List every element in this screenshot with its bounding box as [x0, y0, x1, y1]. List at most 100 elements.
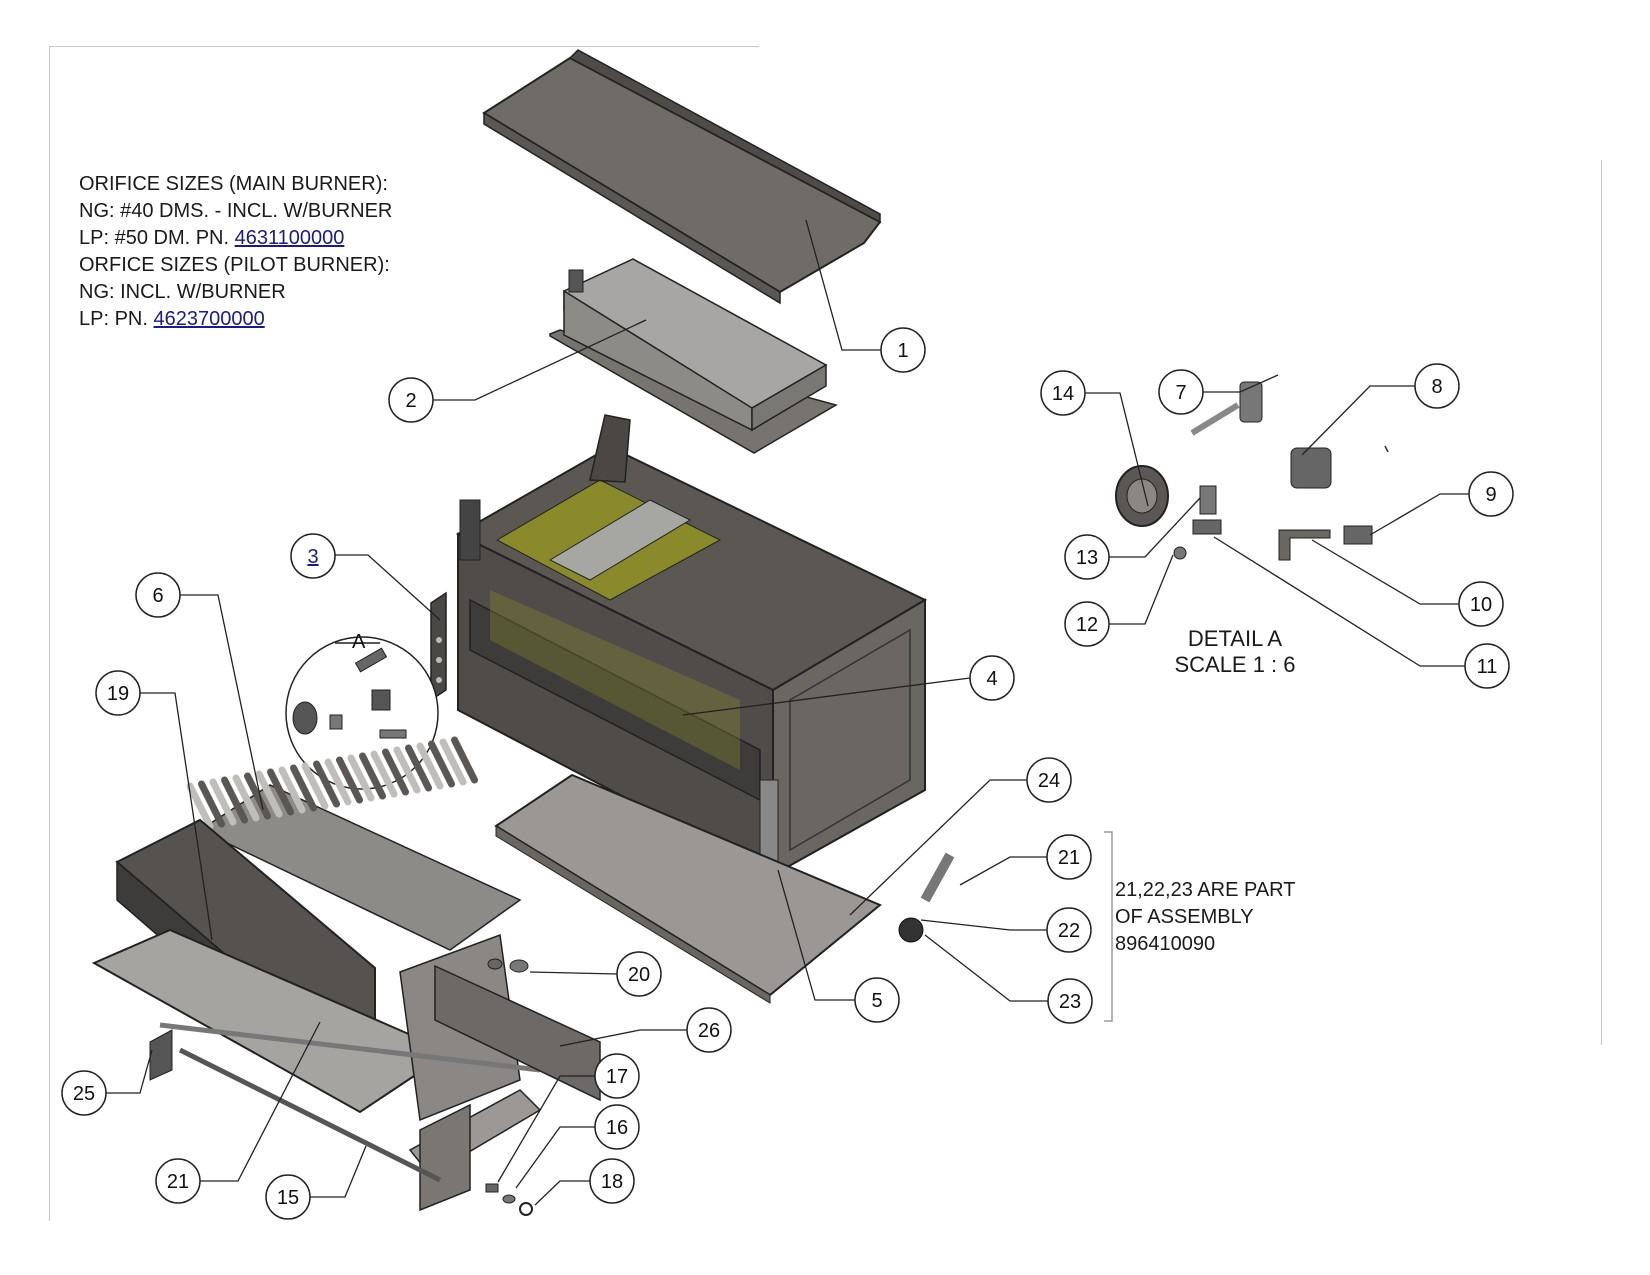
- leader-line-24: [849, 779, 1027, 916]
- assembly-note-line3: 896410090: [1115, 933, 1216, 955]
- grate-bar: [301, 762, 329, 810]
- grate-bar: [221, 776, 248, 824]
- detail-a-label: DETAIL A SCALE 1 : 6: [1140, 626, 1330, 678]
- note-lp-main: LP: #50 DM. PN. 4631100000: [79, 225, 392, 252]
- grate-bar: [370, 750, 398, 798]
- grate-bar: [313, 760, 340, 808]
- leader-line-11: [1213, 536, 1465, 667]
- leader-line-15: [310, 1145, 367, 1198]
- leader-line-13: [1109, 497, 1201, 558]
- grate-bar: [416, 742, 444, 790]
- grate-bar: [267, 768, 294, 816]
- part-top-cover: [482, 49, 882, 305]
- callout-circle-7: [1158, 369, 1204, 415]
- callout-number-8: 8: [1431, 376, 1442, 398]
- callout-circle-3: [290, 533, 336, 579]
- leader-line-10: [1311, 539, 1459, 605]
- assembly-bracket: [1104, 831, 1113, 1022]
- assembly-note: 21,22,23 ARE PART OF ASSEMBLY 896410090: [1115, 877, 1295, 958]
- grate-bar: [244, 772, 271, 820]
- leader-line-8: [1301, 385, 1415, 456]
- callout-9: 9: [1468, 471, 1514, 517]
- callout-circle-4: [969, 655, 1015, 701]
- callout-number-3: 3: [307, 546, 318, 568]
- frame-top-border: [49, 46, 759, 47]
- callout-circle-10: [1458, 581, 1504, 627]
- leader-line-19: [140, 692, 213, 941]
- callout-21: 21: [1046, 834, 1092, 880]
- note-pilot-burner-heading: ORFICE SIZES (PILOT BURNER):: [79, 254, 390, 276]
- callout-4: 4: [969, 655, 1015, 701]
- callout-number-24: 24: [1038, 770, 1060, 792]
- callout-number-15: 15: [277, 1187, 299, 1209]
- callout-12: 12: [1064, 601, 1110, 647]
- callout-number-23: 23: [1059, 991, 1081, 1013]
- part-number-link-main[interactable]: 4631100000: [234, 227, 345, 249]
- callout-number-26: 26: [698, 1020, 720, 1042]
- callout-17: 17: [594, 1053, 640, 1099]
- callout-circle-1: [880, 327, 926, 373]
- callout-number-22: 22: [1058, 920, 1080, 942]
- callout-circle-6: [135, 572, 181, 618]
- leader-line-3: [335, 554, 441, 621]
- callout-14: 14: [1040, 370, 1086, 416]
- callout-19: 19: [95, 670, 141, 716]
- leader-line-18: [534, 1180, 590, 1206]
- leader-line-22: [920, 919, 1047, 931]
- part-valve-assembly: [898, 852, 955, 943]
- part-number-link-pilot[interactable]: 4623700000: [153, 308, 265, 330]
- grate-bar: [439, 738, 467, 786]
- callout-circle-16: [594, 1104, 640, 1150]
- grate-bar: [347, 754, 375, 802]
- callout-number-2: 2: [405, 390, 416, 412]
- leader-line-1: [805, 219, 881, 351]
- callout-number-25: 25: [73, 1083, 95, 1105]
- grate-bar: [198, 780, 225, 828]
- leader-line-21: [200, 1021, 321, 1182]
- leader-line-5: [777, 869, 855, 1001]
- leader-line-2: [433, 319, 647, 401]
- callout-number-21: 21: [1058, 847, 1080, 869]
- leader-line-12: [1109, 554, 1174, 625]
- callout-25: 25: [61, 1070, 107, 1116]
- callout-circle-2: [388, 377, 434, 423]
- grate-bar: [290, 764, 317, 812]
- part-main-cabinet: [455, 414, 928, 877]
- leader-line-6: [180, 594, 264, 811]
- callout-circle-23: [1047, 978, 1093, 1024]
- callout-number-6: 6: [152, 585, 163, 607]
- callout-circle-22: [1046, 907, 1092, 953]
- callout-circle-19: [95, 670, 141, 716]
- callout-24: 24: [1026, 757, 1072, 803]
- callout-11: 11: [1464, 643, 1510, 689]
- assembly-note-line2: OF ASSEMBLY: [1115, 906, 1254, 928]
- callout-circle-20: [616, 951, 662, 997]
- callout-circle-14: [1040, 370, 1086, 416]
- grate-bar: [232, 774, 260, 822]
- grate-bar: [428, 740, 455, 788]
- leader-line-26: [559, 1029, 687, 1047]
- grate-bar: [186, 782, 214, 830]
- note-main-burner-heading: ORIFICE SIZES (MAIN BURNER):: [79, 173, 388, 195]
- callout-circle-24: [1026, 757, 1072, 803]
- callout-circle-8: [1414, 363, 1460, 409]
- leader-line-4: [682, 677, 971, 716]
- detail-a-marker: A: [352, 631, 366, 653]
- part-drip-tray: [494, 773, 882, 1004]
- callout-7: 7: [1158, 369, 1204, 415]
- callout-number-5: 5: [871, 990, 882, 1012]
- callout-8: 8: [1414, 363, 1460, 409]
- callout-circle-15: [265, 1174, 311, 1220]
- grate-bar: [405, 744, 432, 792]
- grate-bar: [382, 748, 409, 796]
- callout-number-10: 10: [1470, 594, 1492, 616]
- grate-bar: [278, 766, 306, 814]
- part-grate: [186, 736, 522, 951]
- callout-number-20: 20: [628, 964, 650, 986]
- callout-2: 2: [388, 377, 434, 423]
- callout-circle-12: [1064, 601, 1110, 647]
- grate-bar: [451, 736, 478, 784]
- callout-3[interactable]: 3: [290, 533, 336, 579]
